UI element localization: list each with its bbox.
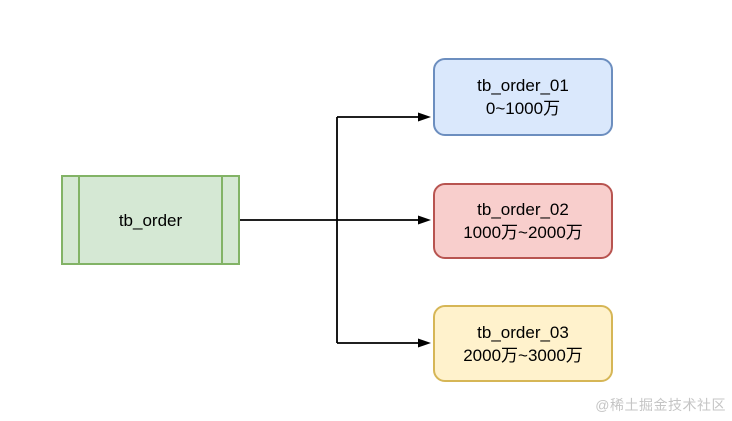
shard-box-1: tb_order_01 0~1000万 xyxy=(433,58,613,136)
watermark-text: @稀土掘金技术社区 xyxy=(595,397,726,413)
source-label: tb_order xyxy=(118,210,183,230)
shard-title: tb_order_02 xyxy=(477,200,569,219)
process-inner-line-left xyxy=(78,177,80,263)
shard-range: 0~1000万 xyxy=(485,99,561,118)
source-box: tb_order xyxy=(61,175,240,265)
shard-title: tb_order_03 xyxy=(477,322,569,342)
shard-box-3: tb_order_03 2000万~3000万 xyxy=(433,305,613,382)
shard-range: 2000万~3000万 xyxy=(463,345,583,365)
process-inner-line-right xyxy=(221,177,223,263)
shard-title: tb_order_01 xyxy=(477,76,569,95)
arrowhead-shard-3 xyxy=(418,338,431,348)
shard-range: 1000万~2000万 xyxy=(463,223,583,242)
shard-box-2: tb_order_02 1000万~2000万 xyxy=(433,183,613,259)
arrowhead-shard-2 xyxy=(418,215,431,225)
arrowhead-shard-1 xyxy=(418,112,431,122)
